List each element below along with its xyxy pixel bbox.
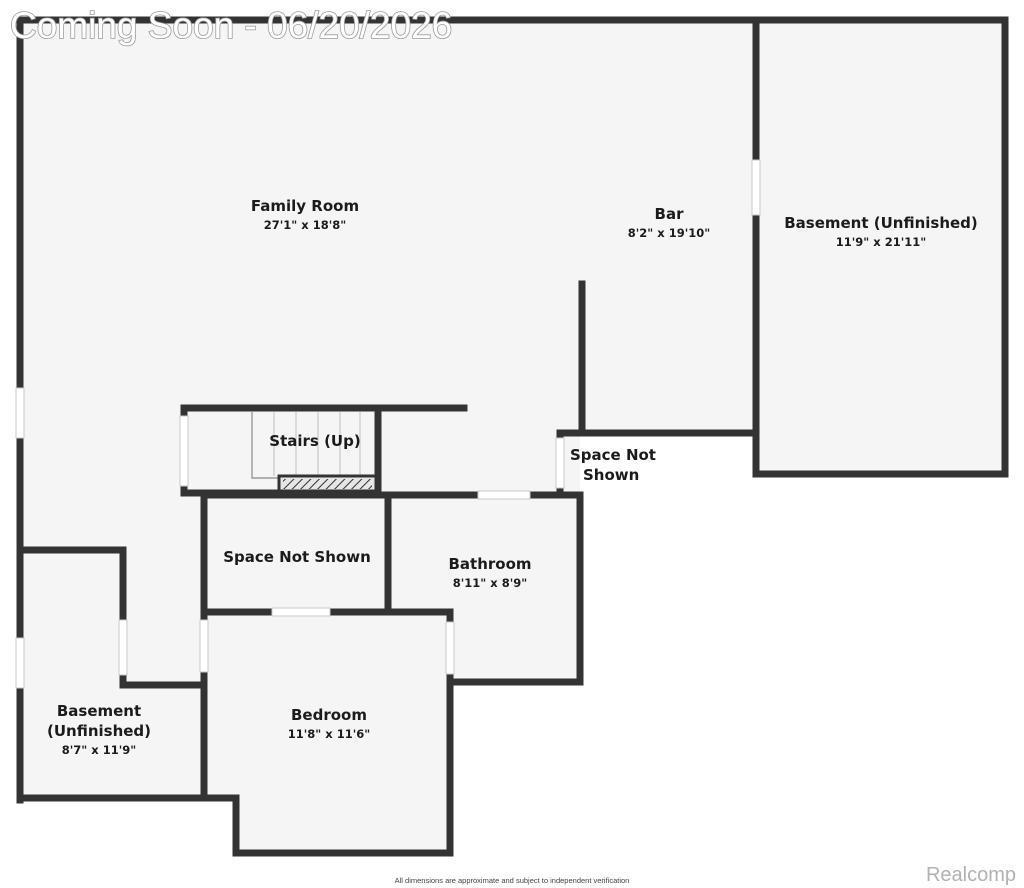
door-opening xyxy=(445,621,455,675)
door-opening xyxy=(477,490,531,500)
stairs-hatch xyxy=(283,479,372,489)
walls xyxy=(16,16,1009,857)
door-opening xyxy=(179,415,189,487)
room-dimensions: 8'11" x 8'9" xyxy=(453,576,527,590)
dimensions-disclaimer: All dimensions are approximate and subje… xyxy=(395,876,630,885)
room-name: Bar xyxy=(655,205,685,223)
window-opening xyxy=(15,387,25,439)
realcomp-watermark: Realcomp xyxy=(926,864,1016,886)
door-opening xyxy=(271,607,331,617)
room-name-line1: Space Not xyxy=(570,446,656,464)
room-name-line2: (Unfinished) xyxy=(47,722,151,740)
window-opening xyxy=(15,637,25,689)
door-opening xyxy=(555,437,565,489)
room-stairs: Stairs (Up) xyxy=(269,432,360,450)
room-basement-unfinished-left: Basement (Unfinished) 8'7" x 11'9" xyxy=(47,702,151,757)
room-name-line1: Basement xyxy=(57,702,141,720)
room-name: Bathroom xyxy=(448,555,531,573)
room-name: Stairs (Up) xyxy=(269,432,360,450)
door-opening xyxy=(118,619,128,676)
room-name: Family Room xyxy=(251,197,359,215)
room-dimensions: 11'8" x 11'6" xyxy=(288,727,370,741)
stairs-treads xyxy=(251,412,361,479)
coming-soon-watermark: Coming Soon - 06/20/2026 xyxy=(10,5,452,46)
room-dimensions: 11'9" x 21'11" xyxy=(836,235,926,249)
room-basement-unfinished-right: Basement (Unfinished) 11'9" x 21'11" xyxy=(784,214,978,249)
room-space-not-shown: Space Not Shown xyxy=(223,548,371,566)
room-name: Space Not Shown xyxy=(223,548,371,566)
room-name: Basement (Unfinished) xyxy=(784,214,978,232)
room-family-room: Family Room 27'1" x 18'8" xyxy=(251,197,359,232)
floor-fill xyxy=(20,20,1005,852)
room-dimensions: 8'7" x 11'9" xyxy=(62,743,136,757)
room-bedroom: Bedroom 11'8" x 11'6" xyxy=(288,706,370,741)
room-name: Bedroom xyxy=(291,706,367,724)
room-bar: Bar 8'2" x 19'10" xyxy=(628,205,710,240)
room-dimensions: 27'1" x 18'8" xyxy=(264,218,346,232)
window-opening xyxy=(751,159,761,216)
room-dimensions: 8'2" x 19'10" xyxy=(628,226,710,240)
room-space-not-shown-small: Space Not Shown xyxy=(570,446,656,484)
door-opening xyxy=(199,619,209,673)
openings xyxy=(15,159,761,689)
room-name-line2: Shown xyxy=(583,466,639,484)
room-bathroom: Bathroom 8'11" x 8'9" xyxy=(448,555,531,590)
